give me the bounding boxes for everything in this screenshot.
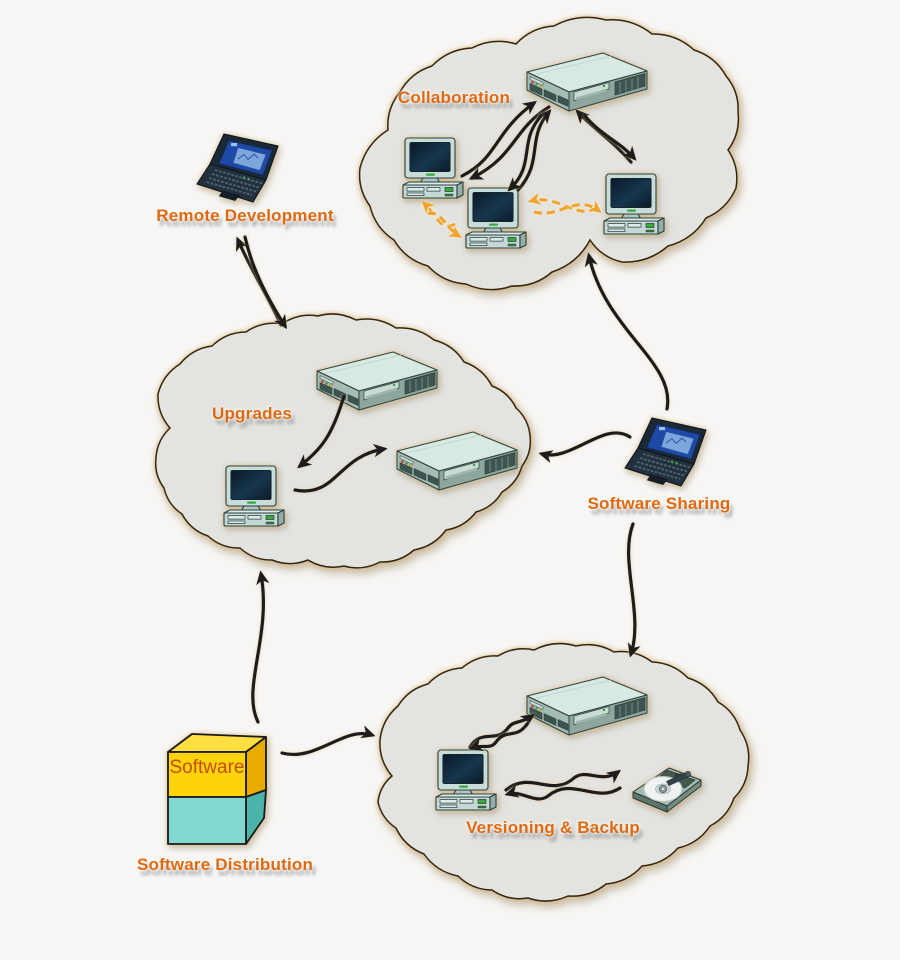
arrow-remote-development-to-upgrades <box>243 235 287 330</box>
software-distribution-label: Software Distribution <box>136 855 314 874</box>
arrow-software-sharing-to-upgrades <box>538 431 632 464</box>
collaboration-label: Collaboration <box>397 88 511 107</box>
arrow-versioning-server-to-ws <box>468 722 529 752</box>
arrow-collab-server-to-ws2 <box>507 114 543 192</box>
arrow-software-sharing-to-collaboration <box>584 252 670 411</box>
arrow-upgrades-ws-to-server2 <box>293 444 388 493</box>
arrow-versioning-hard-drive-to-ws <box>504 784 622 801</box>
versioning-backup-cloud <box>377 642 750 902</box>
arrow-dashed-collab-ws1-to-ws2 <box>427 211 462 238</box>
desktop-computer-icon <box>603 173 665 235</box>
desktop-computer-icon <box>223 465 285 527</box>
arrow-dashed-collab-ws2-to-ws3 <box>533 200 602 215</box>
desktop-computer-icon <box>435 749 497 811</box>
upgrades-label: Upgrades <box>211 404 293 423</box>
desktop-computer-icon <box>465 187 527 249</box>
desktop-computer-icon <box>402 137 464 199</box>
arrow-versioning-ws-to-hard-drive <box>504 769 621 792</box>
versioning-backup-label: Versioning & Backup <box>466 818 640 837</box>
arrow-upgrades-server-to-ws <box>297 394 346 469</box>
remote-development-label: Remote Development <box>156 206 334 225</box>
arrow-distribution-to-upgrades <box>251 570 270 724</box>
arrow-dashed-collab-ws2-to-ws1 <box>421 200 456 228</box>
arrow-distribution-to-versioning <box>280 725 376 757</box>
arrow-versioning-ws-to-server <box>468 713 536 749</box>
laptop-icon <box>624 417 707 487</box>
software-sharing-label: Software Sharing <box>587 494 731 513</box>
software-box-icon <box>167 733 267 845</box>
arrow-collab-ws2-to-server <box>516 109 552 192</box>
arrow-software-sharing-to-versioning <box>627 522 641 658</box>
arrow-collab-server-to-ws3 <box>583 114 637 161</box>
software-box-label: Software <box>169 757 245 778</box>
laptop-icon <box>196 133 279 203</box>
